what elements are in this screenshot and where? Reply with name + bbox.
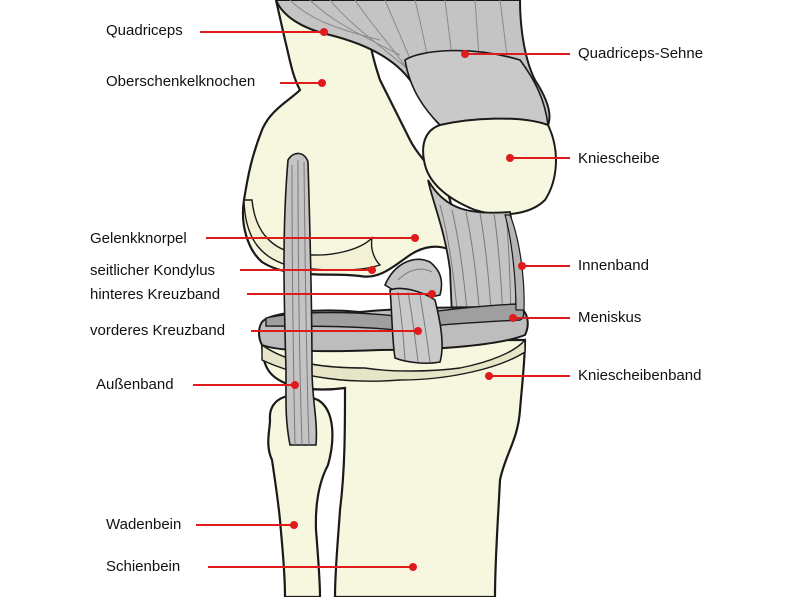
tibial-plateau-top <box>261 338 526 382</box>
leader-seitlicher-kondylus-dot <box>368 266 376 274</box>
label-quadriceps-sehne: Quadriceps-Sehne <box>578 45 704 62</box>
leader-hinteres-kreuzband-dot <box>428 290 436 298</box>
leader-oberschenkelknochen-dot <box>318 79 326 87</box>
leader-quadriceps-dot <box>320 28 328 36</box>
patella-bone <box>422 117 557 216</box>
leader-vorderes-kreuzband-dot <box>414 327 422 335</box>
label-gelenkknorpel: Gelenkknorpel <box>90 230 187 247</box>
leader-kniescheibenband-dot <box>485 372 493 380</box>
label-aussenband: Außenband <box>96 376 174 393</box>
leader-quadriceps-sehne-dot <box>461 50 469 58</box>
label-kniescheibenband: Kniescheibenband <box>578 367 702 384</box>
label-quadriceps: Quadriceps <box>106 22 183 39</box>
label-vorderes-kreuzband: vorderes Kreuzband <box>90 322 226 339</box>
label-hinteres-kreuzband: hinteres Kreuzband <box>90 286 221 303</box>
leader-wadenbein-dot <box>290 521 298 529</box>
label-innenband: Innenband <box>578 257 649 274</box>
label-meniskus: Meniskus <box>578 309 642 326</box>
leader-kniescheibe-dot <box>506 154 514 162</box>
leader-aussenband-dot <box>291 381 299 389</box>
leader-schienbein-dot <box>409 563 417 571</box>
leader-meniskus-dot <box>509 314 517 322</box>
label-wadenbein: Wadenbein <box>106 516 182 533</box>
anterior-cruciate-ligament <box>389 287 443 365</box>
label-seitlicher-kondylus: seitlicher Kondylus <box>90 262 216 279</box>
label-kniescheibe: Kniescheibe <box>578 150 660 167</box>
leader-innenband-dot <box>518 262 526 270</box>
lateral-collateral-striations <box>291 159 310 446</box>
label-schienbein: Schienbein <box>106 558 181 575</box>
articular-cartilage <box>243 199 382 271</box>
medial-collateral-ligament <box>504 214 525 311</box>
leader-gelenkknorpel-dot <box>411 234 419 242</box>
label-leader-lines <box>193 28 570 571</box>
label-oberschenkelknochen: Oberschenkelknochen <box>106 73 256 90</box>
